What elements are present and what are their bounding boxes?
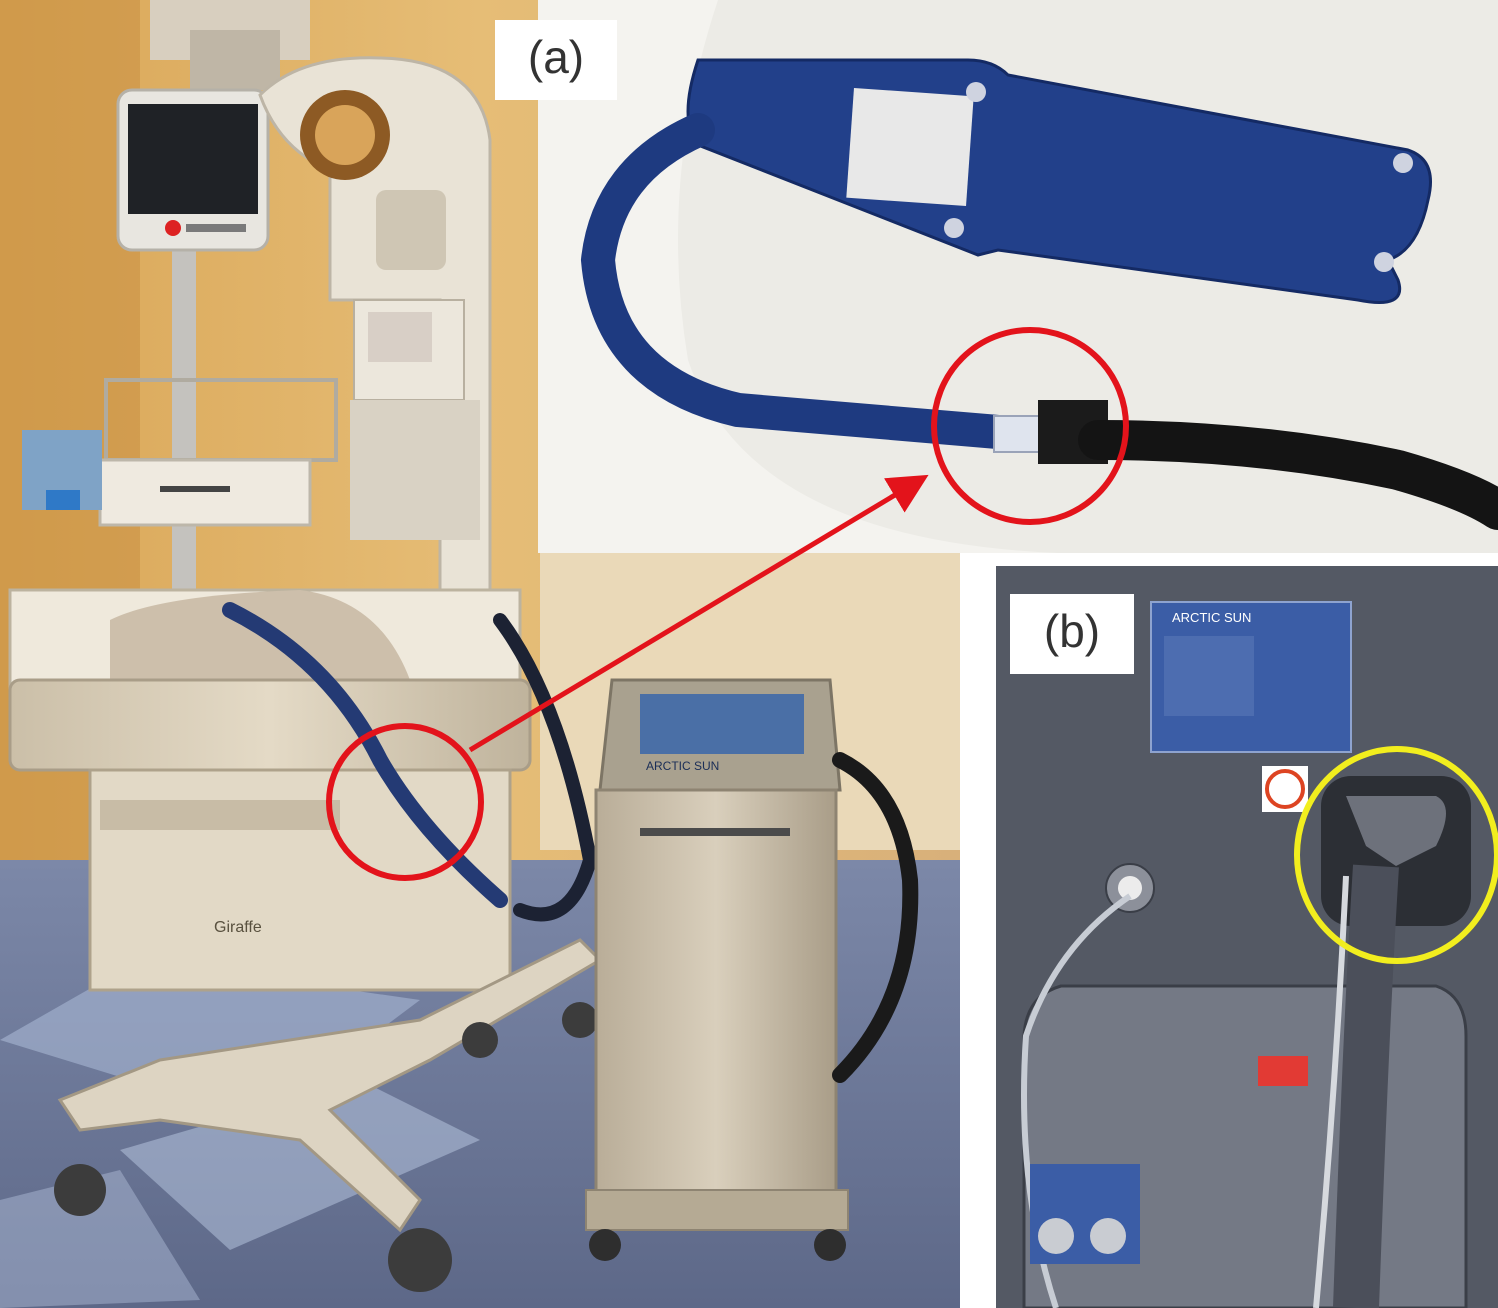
pump-brand-text: ARCTIC SUN [646, 759, 719, 773]
incubator-brand-text: Giraffe [214, 919, 262, 936]
panel-label-a: (a) [495, 20, 617, 100]
inset-a-scene [538, 0, 1498, 553]
plate-title-text: ARCTIC SUN [1172, 610, 1251, 625]
panel-label-b: (b) [1010, 594, 1134, 674]
photo-inset-b: ARCTIC SUN [996, 566, 1498, 1308]
photo-inset-a [538, 0, 1498, 553]
inset-b-scene: ARCTIC SUN [996, 566, 1498, 1308]
